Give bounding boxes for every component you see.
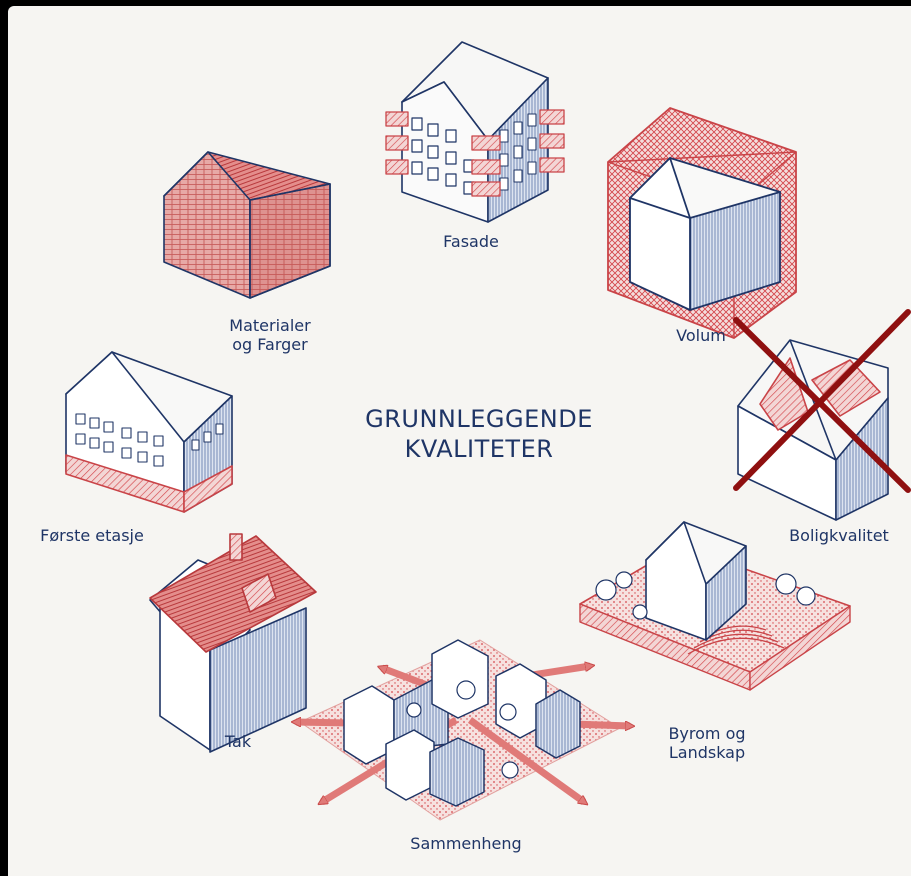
label-materialer-line2: og Farger bbox=[220, 335, 320, 354]
volum-building-illustration bbox=[608, 108, 796, 338]
materialer-building-illustration bbox=[164, 152, 330, 298]
diagram-canvas: GRUNNLEGGENDE KVALITETER Fasade Volum Ma… bbox=[8, 6, 911, 876]
label-forste-etasje: Første etasje bbox=[22, 526, 162, 545]
label-sammenheng: Sammenheng bbox=[406, 834, 526, 853]
label-byrom-line2: Landskap bbox=[662, 743, 752, 762]
label-tak: Tak bbox=[218, 732, 258, 751]
diagram-title: GRUNNLEGGENDE KVALITETER bbox=[334, 404, 624, 464]
fasade-building-illustration bbox=[386, 42, 564, 222]
label-fasade: Fasade bbox=[436, 232, 506, 251]
label-boligkvalitet: Boligkvalitet bbox=[778, 526, 900, 545]
label-volum: Volum bbox=[666, 326, 736, 345]
byrom-landskap-illustration bbox=[580, 522, 850, 690]
boligkvalitet-building-illustration bbox=[736, 312, 908, 520]
label-byrom-line1: Byrom og bbox=[662, 724, 752, 743]
label-materialer-line1: Materialer bbox=[220, 316, 320, 335]
tak-building-illustration bbox=[150, 534, 316, 752]
forste-etasje-building-illustration bbox=[66, 352, 232, 512]
label-materialer: Materialer og Farger bbox=[220, 316, 320, 354]
label-byrom-landskap: Byrom og Landskap bbox=[662, 724, 752, 762]
diagram-title-line2: KVALITETER bbox=[334, 434, 624, 464]
sammenheng-illustration bbox=[296, 640, 630, 820]
diagram-title-line1: GRUNNLEGGENDE bbox=[334, 404, 624, 434]
